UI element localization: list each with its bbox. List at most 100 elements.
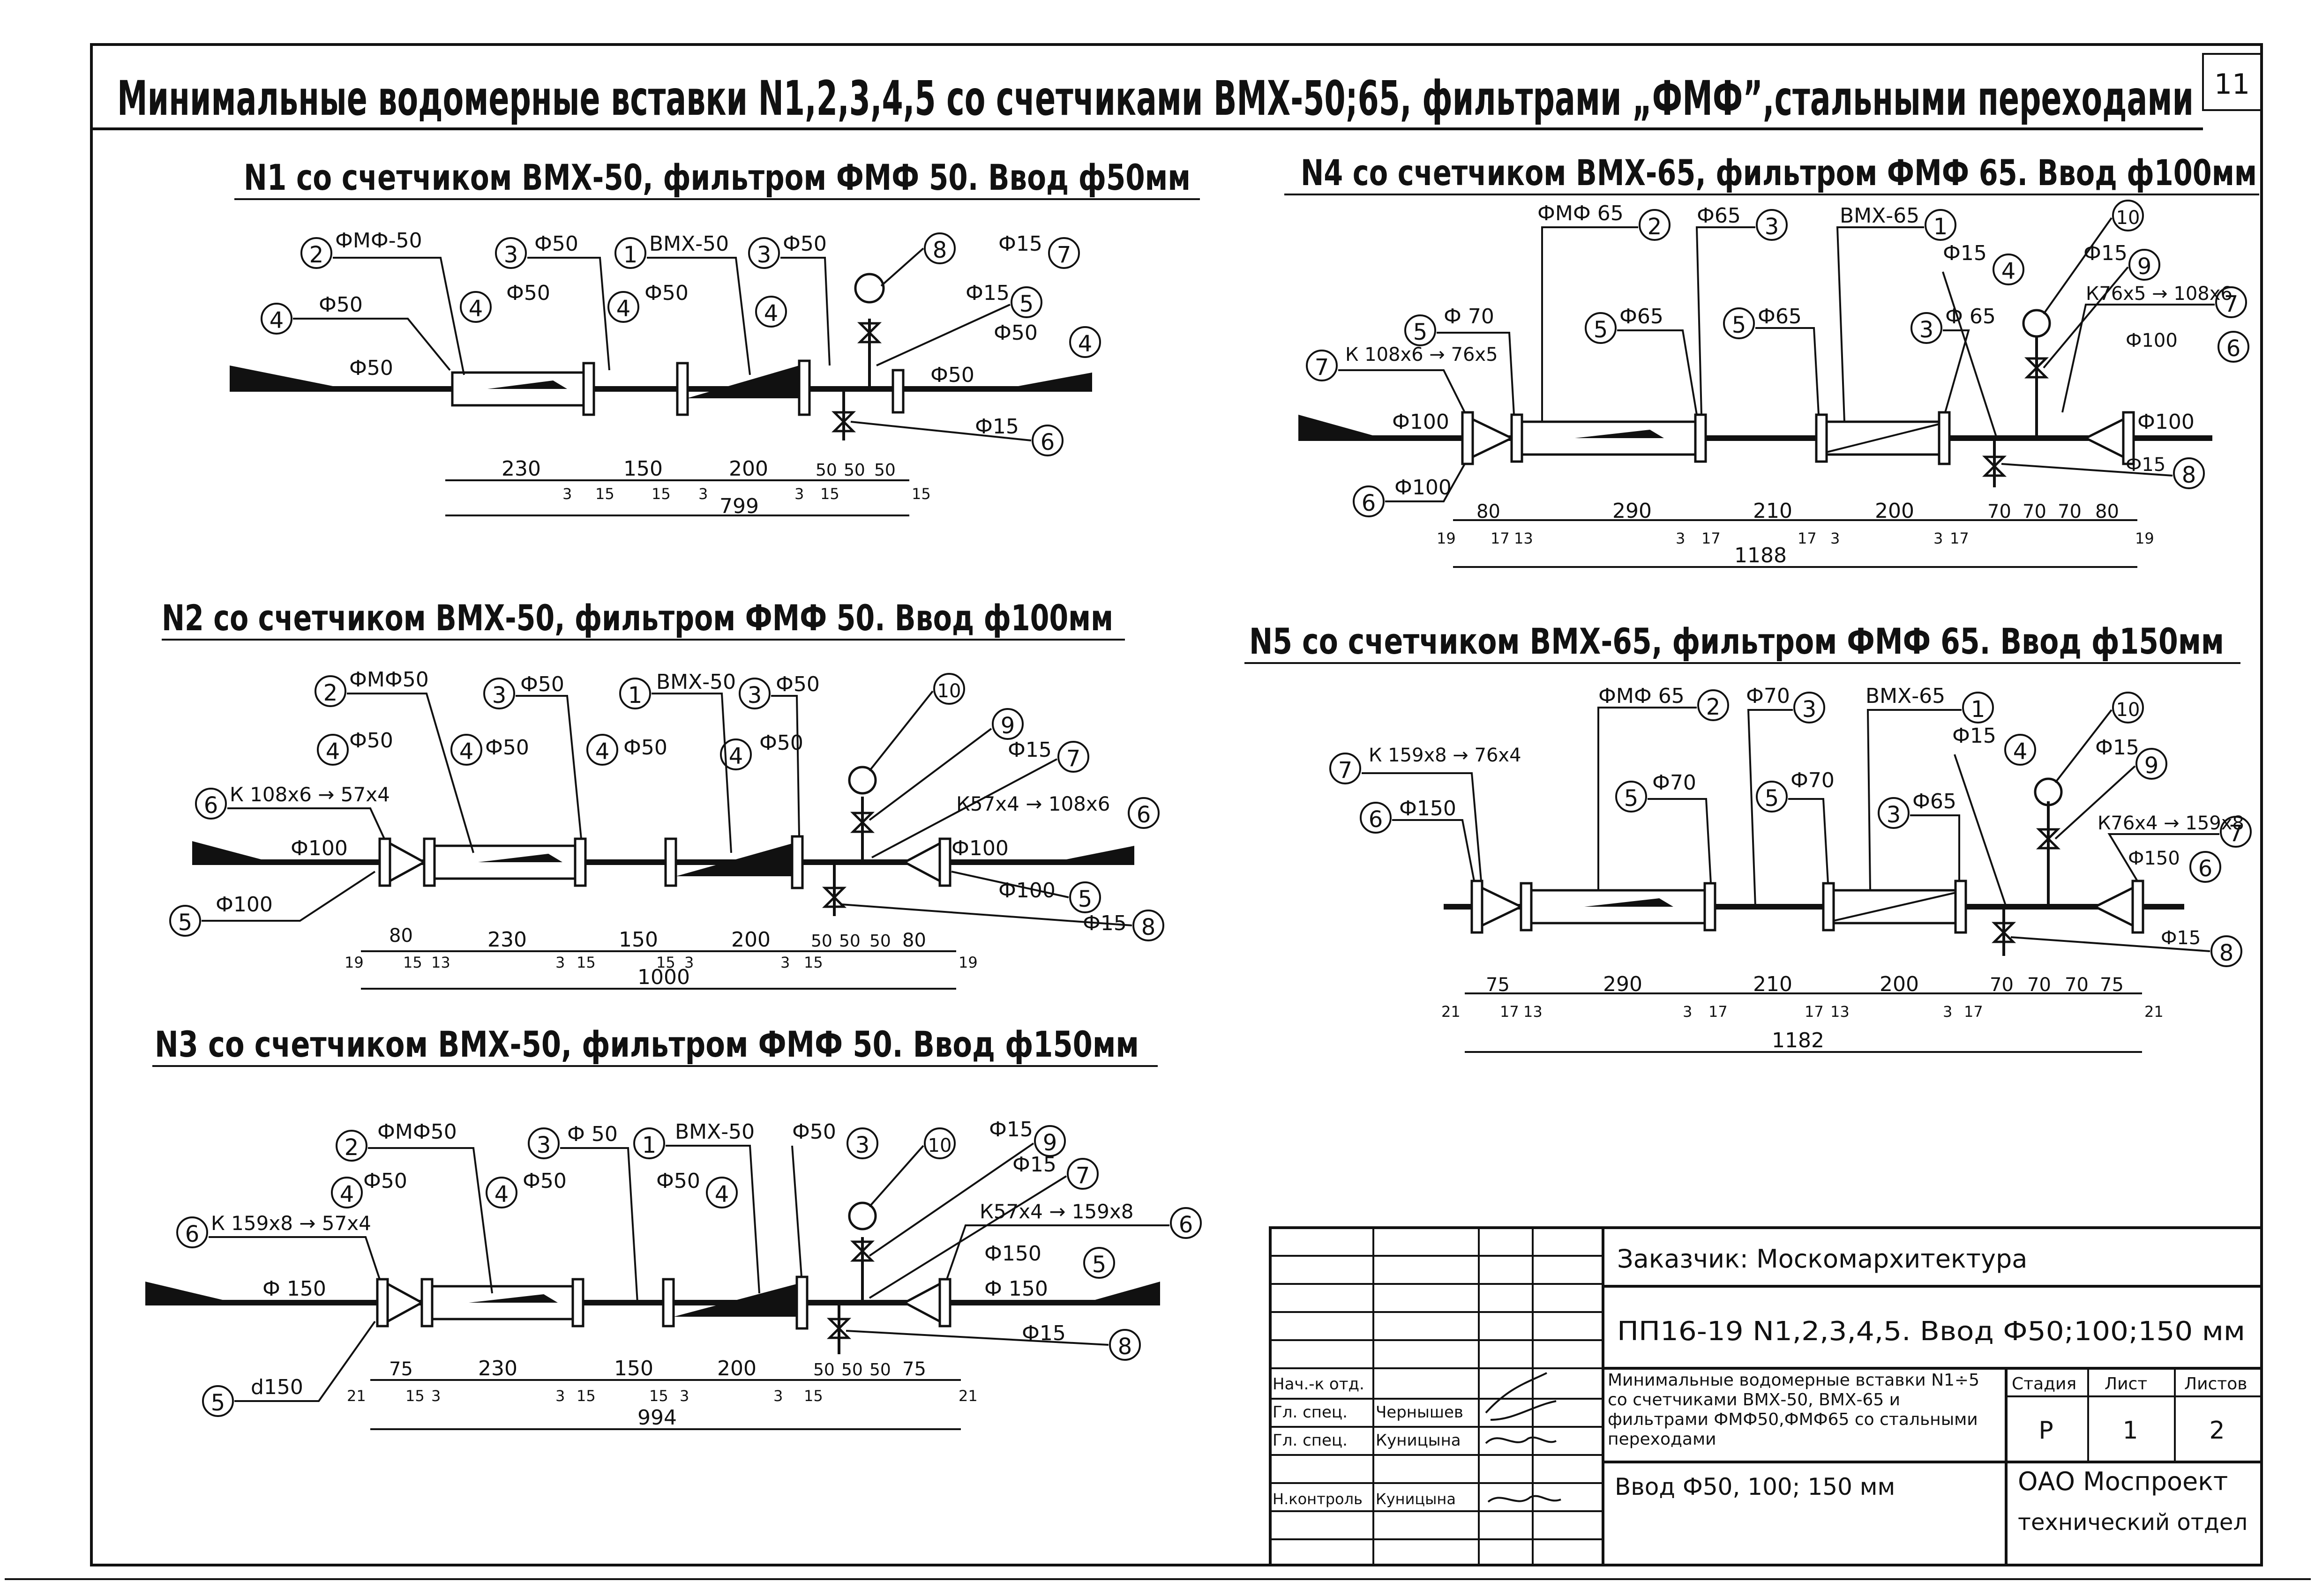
dim-n5-s5: 17	[1805, 1003, 1824, 1021]
tag-n1-4c-num: 4	[616, 296, 631, 322]
tag-n4-8	[2173, 457, 2205, 489]
tag-n1-8	[924, 232, 956, 264]
tag-n1-4c	[607, 291, 639, 323]
leader-n4-7	[2061, 304, 2215, 413]
label-n4-6b: Ф100	[1394, 476, 1452, 500]
tb-desc: Минимальные водомерные вставки N1÷5 со с…	[1608, 1371, 1980, 1449]
dim-n4-s2: 13	[1514, 530, 1533, 547]
label-n5-7b: К76х4 → 159х8	[2098, 813, 2244, 834]
label-n5-5b: Ф70	[1791, 768, 1835, 792]
label-n2-2: ФМФ50	[349, 668, 429, 692]
dim-n2-150: 150	[619, 928, 658, 952]
label-n5-4: Ф15	[1952, 724, 1996, 748]
leader-n1-2	[333, 257, 465, 375]
leader-n3-6b	[946, 1224, 1169, 1280]
dim-n2-s2: 13	[431, 954, 450, 971]
leader-n3-2	[368, 1147, 493, 1294]
dim-n1-150: 150	[623, 457, 663, 481]
leader-n2-9	[869, 728, 992, 821]
tag-n5-10-num: 10	[2116, 699, 2140, 721]
leader-n2-3b	[771, 695, 800, 837]
leader-n4-5c	[1755, 327, 1820, 415]
tb-name-4: Куницына	[1376, 1490, 1456, 1508]
sheet-number-box	[2202, 53, 2263, 111]
dim-n3-s0: 21	[347, 1387, 366, 1405]
inlet-arrow-n4	[1298, 415, 1383, 438]
flange-n5-a	[1520, 882, 1533, 932]
leader-n3-3b	[791, 1145, 802, 1277]
tag-n4-6b	[1353, 485, 1385, 517]
dim-n4-80a: 80	[1476, 501, 1500, 522]
tag-n4-2-num: 2	[1648, 214, 1662, 240]
tag-n5-10	[2112, 692, 2144, 723]
label-n2-5a: Ф100	[216, 893, 273, 917]
tag-n4-5b-num: 5	[1594, 317, 1608, 343]
tag-n5-6a-num: 6	[1369, 806, 1383, 833]
tag-n4-7	[2215, 286, 2247, 318]
valve-n3-top	[850, 1240, 875, 1262]
tb-role-4: Н.контроль	[1273, 1490, 1363, 1508]
leader-n3-7	[869, 1175, 1067, 1299]
reducer-n4-out	[2083, 417, 2125, 459]
dim-n2-50c: 50	[869, 932, 891, 951]
dim-n1-s1: 15	[595, 485, 614, 503]
leader-n2-10	[869, 690, 934, 772]
tag-n5-2-num: 2	[1706, 694, 1721, 720]
tag-n4-10	[2112, 200, 2144, 231]
tag-n4-9	[2128, 249, 2160, 281]
dim-n5-s1: 17	[1500, 1003, 1519, 1021]
tag-n4-7b-num: 7	[1315, 354, 1329, 380]
diagram-n1-title: N1 со счетчиком ВМХ-50, фильтром ФМФ 50.…	[244, 157, 1191, 198]
tag-n3-3b-num: 3	[855, 1132, 870, 1158]
tag-n2-7	[1057, 741, 1089, 773]
tag-n5-7b-num: 7	[1338, 757, 1353, 783]
dim-n2-50a: 50	[811, 932, 832, 951]
dim-n2-200: 200	[731, 928, 771, 952]
leader-n5-4	[1954, 754, 2007, 907]
dim-n3-s2: 3	[431, 1387, 441, 1405]
label-n4-6a: Ф100	[2126, 330, 2178, 351]
dim-n2-s3: 3	[555, 954, 565, 971]
leader-n3-6	[209, 1236, 381, 1280]
flange-n3-in	[376, 1278, 389, 1328]
flange-n3-a	[420, 1278, 434, 1328]
tag-n3-10	[924, 1127, 956, 1159]
tag-n2-2	[315, 675, 346, 707]
leader-n4-6b	[1385, 463, 1466, 502]
diagram-n1: N1 со счетчиком ВМХ-50, фильтром ФМФ 50.…	[230, 157, 1200, 518]
leader-n2-8	[841, 903, 1132, 926]
tag-n2-4d-num: 4	[729, 743, 743, 769]
dim-n5-s0: 21	[1441, 1003, 1461, 1021]
label-n2-7: Ф15	[1008, 738, 1052, 762]
inlet-arrow-n2	[192, 841, 272, 862]
label-n2-5b: Ф100	[998, 879, 1056, 902]
tag-n4-6a	[2218, 331, 2249, 363]
flange-n4-out	[2122, 411, 2135, 465]
tag-n4-1-num: 1	[1933, 214, 1948, 240]
label-n2-outlet: Ф100	[951, 836, 1009, 860]
tag-n1-4d	[755, 296, 787, 328]
dim-n2-s7: 3	[780, 954, 790, 971]
label-n3-2: ФМФ50	[377, 1120, 457, 1144]
dim-n1-s6: 15	[912, 485, 931, 503]
tag-n3-4a-num: 4	[340, 1181, 354, 1208]
dim-n3-50c: 50	[869, 1360, 891, 1380]
dim-n3-200: 200	[717, 1357, 757, 1380]
leader-n4-4	[1942, 271, 1998, 439]
tag-n1-4a-num: 4	[270, 307, 284, 334]
tag-n1-6	[1032, 425, 1064, 456]
tag-n3-2-num: 2	[345, 1134, 359, 1161]
label-n4-5b: Ф65	[1619, 305, 1663, 328]
tag-n5-7	[2220, 816, 2252, 848]
tag-n4-3b-num: 3	[1919, 317, 1934, 343]
dim-n1-50b: 50	[844, 461, 865, 480]
label-n2-1: ВМХ-50	[656, 670, 736, 694]
leader-n4-7b	[1338, 369, 1466, 413]
tag-n5-2	[1697, 689, 1729, 721]
valve-n2-top	[850, 812, 875, 833]
dim-n1-230: 230	[502, 457, 541, 481]
leader-n4-5a	[1437, 332, 1515, 415]
diagram-n3-title: N3 со счетчиком ВМХ-50, фильтром ФМФ 50.…	[155, 1023, 1139, 1065]
flow-arrow-n4	[1575, 430, 1664, 438]
flange-n2-in	[378, 837, 391, 887]
